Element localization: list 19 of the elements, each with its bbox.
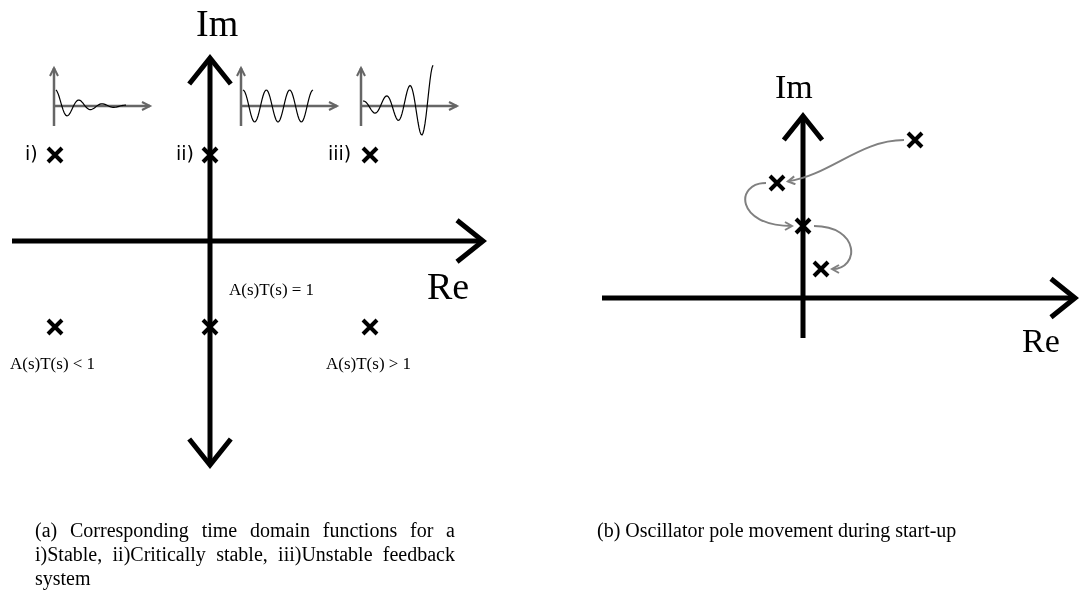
gain-condition: A(s)T(s) = 1: [229, 281, 315, 300]
axis-label: Re: [427, 266, 470, 308]
axis-label: Im: [196, 3, 239, 45]
caption: (b) Oscillator pole movement during start-up: [597, 518, 958, 542]
curved-arrow: [813, 225, 853, 274]
case-label: ii): [176, 143, 194, 164]
pole-marker: [811, 259, 831, 279]
axis-label: Im: [775, 68, 813, 106]
case-label: iii): [328, 143, 352, 164]
curved-arrow: [744, 182, 793, 231]
pole-marker: [905, 130, 925, 150]
pole-marker: [767, 173, 787, 193]
caption: (a) Corresponding time domain functions for a i)Stable, ii)Critically stable, iii)Unstable feedback system: [35, 518, 455, 590]
axis-label: Re: [1022, 322, 1060, 360]
curved-arrow: [786, 139, 905, 185]
gain-condition: A(s)T(s) > 1: [326, 355, 412, 374]
case-label: i): [25, 143, 38, 164]
gain-condition: A(s)T(s) < 1: [10, 355, 96, 374]
pole-marker: [793, 216, 813, 236]
